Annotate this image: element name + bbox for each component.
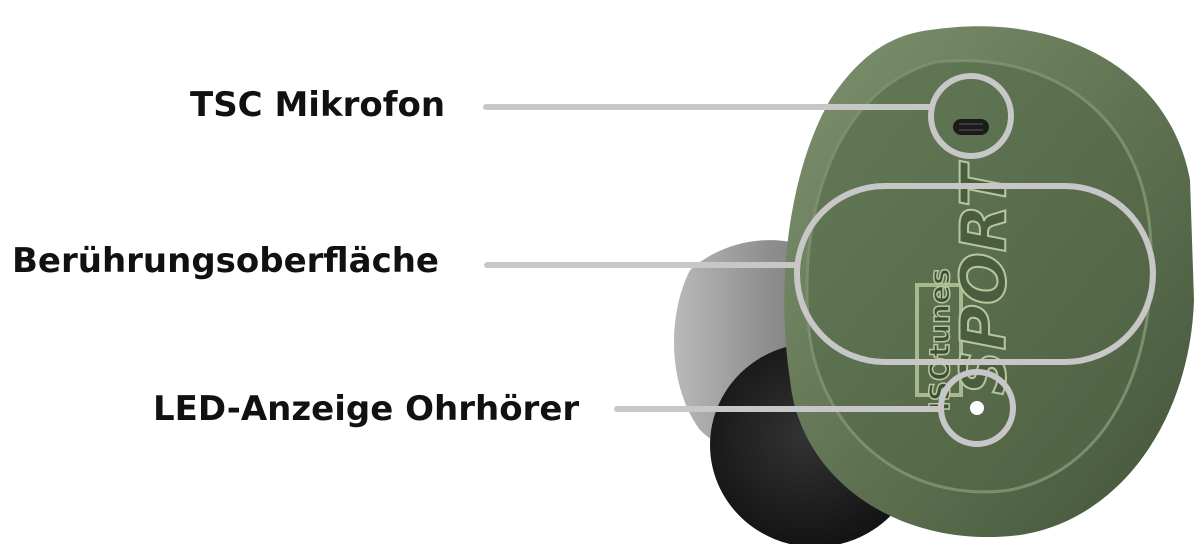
microphone-icon [953,119,989,135]
touch-surface-label: Berührungsoberfläche [12,244,439,278]
led-indicator-label: LED-Anzeige Ohrhörer [153,392,579,426]
tsc-microphone-label: TSC Mikrofon [190,88,445,122]
led-indicator-icon [970,401,984,415]
